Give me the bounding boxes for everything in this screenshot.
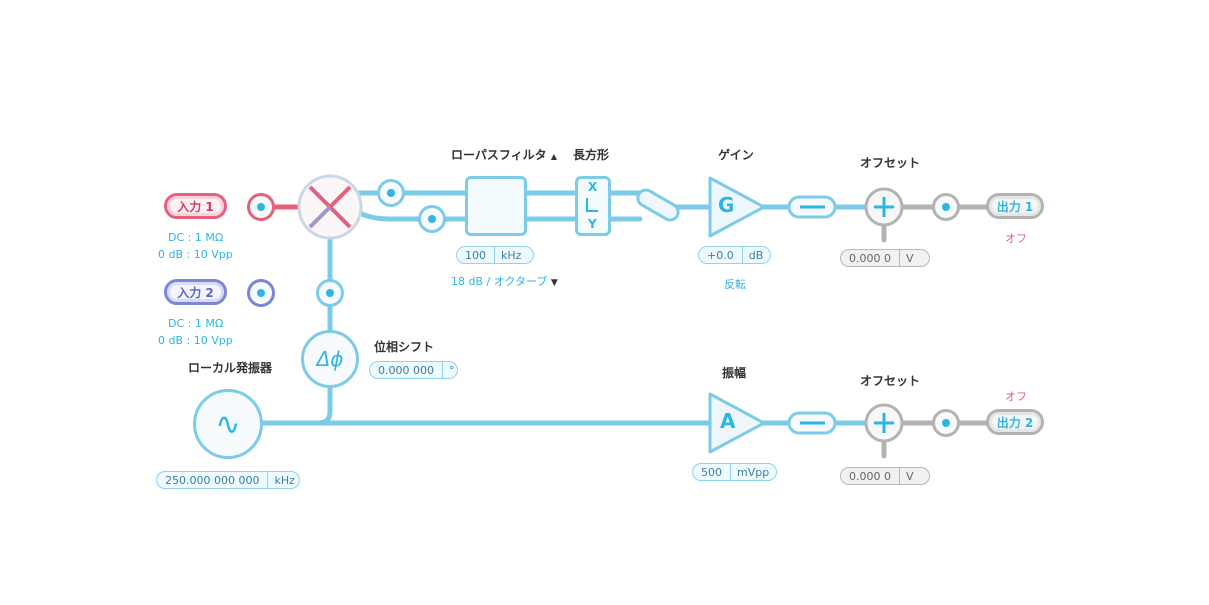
gain-symbol: G	[718, 193, 735, 217]
offset1-adder[interactable]	[866, 189, 902, 225]
amplitude-title: 振幅	[722, 366, 747, 380]
offset2-field[interactable]: 0.000 0 V	[840, 467, 930, 485]
input1-range: 0 dB : 10 Vpp	[158, 248, 233, 261]
subtract-toggle-1[interactable]	[789, 196, 835, 218]
phase-node[interactable]	[316, 279, 344, 307]
phase-title: 位相シフト	[374, 340, 435, 354]
collapse-arrow-icon: ▲	[550, 152, 557, 161]
input1-button[interactable]: 入力 1	[164, 193, 227, 219]
output1-label: 出力 1	[996, 199, 1034, 214]
input1-coupling: DC : 1 MΩ	[168, 231, 224, 244]
delta-phi-icon: Δϕ	[316, 347, 344, 371]
rect-title: 長方形	[573, 148, 610, 162]
lowpass-slope-dropdown[interactable]: 18 dB / オクターブ ▼	[451, 273, 558, 289]
mixer-y-wire	[355, 209, 473, 222]
lowpass-cutoff-field[interactable]: 100 kHz	[456, 246, 534, 264]
offset2-title: オフセット	[860, 374, 921, 388]
gain-triangle-icon	[708, 176, 766, 238]
mixer-y-node[interactable]	[418, 205, 446, 233]
offset2-unit: V	[899, 468, 920, 484]
lowpass-title[interactable]: ローパスフィルタ ▲	[451, 146, 557, 163]
lowpass-slope-text: 18 dB / オクターブ	[451, 275, 548, 288]
phase-value: 0.000 000	[378, 363, 434, 377]
local-osc-frequency-value: 250.000 000 000	[165, 473, 260, 487]
rect-y-label: Y	[588, 217, 597, 231]
local-osc-frequency-field[interactable]: 250.000 000 000 kHz	[156, 471, 300, 489]
output1-button[interactable]: 出力 1	[986, 193, 1044, 219]
local-osc-title: ローカル発振器	[188, 361, 273, 375]
node-dot	[387, 189, 395, 197]
input2-node[interactable]	[247, 279, 275, 307]
minus-capsule-icon	[787, 411, 837, 435]
output2-state: オフ	[1005, 390, 1027, 403]
lowpass-cutoff-value: 100	[465, 248, 486, 262]
rect-converter-button[interactable]	[575, 176, 611, 236]
adder-plus-icon	[864, 403, 904, 443]
rect-x-label: X	[588, 180, 598, 194]
node-dot	[257, 289, 265, 297]
amplitude-symbol: A	[720, 409, 736, 433]
dropdown-arrow-icon: ▼	[550, 278, 558, 288]
input2-button[interactable]: 入力 2	[164, 279, 227, 305]
axes-icon	[586, 198, 598, 212]
offset2-value: 0.000 0	[849, 469, 891, 483]
node-dot	[326, 289, 334, 297]
gain-value: +0.0	[707, 248, 734, 262]
output2-node[interactable]	[932, 409, 960, 437]
lowpass-title-text: ローパスフィルタ	[451, 148, 547, 162]
offset1-value: 0.000 0	[849, 251, 891, 265]
node-dot	[942, 419, 950, 427]
local-osc-button[interactable]: ∿	[193, 389, 263, 459]
link-toggle[interactable]	[636, 190, 680, 222]
input2-coupling: DC : 1 MΩ	[168, 317, 224, 330]
input2-range: 0 dB : 10 Vpp	[158, 334, 233, 347]
offset1-field[interactable]: 0.000 0 V	[840, 249, 930, 267]
amplitude-value: 500	[701, 465, 722, 479]
input2-label: 入力 2	[177, 285, 214, 300]
gain-field[interactable]: +0.0 dB	[698, 246, 771, 264]
local-osc-frequency-unit: kHz	[267, 472, 300, 488]
offset2-adder[interactable]	[866, 405, 902, 441]
amplitude-field[interactable]: 500 mVpp	[692, 463, 777, 481]
gain-title: ゲイン	[718, 148, 754, 162]
node-dot	[428, 215, 436, 223]
mixer-x-node[interactable]	[377, 179, 405, 207]
sine-wave-icon: ∿	[215, 406, 241, 442]
phase-shift-button[interactable]: Δϕ	[301, 330, 359, 388]
offset1-title: オフセット	[860, 156, 921, 170]
mixer-button[interactable]	[299, 176, 361, 238]
amplitude-triangle-icon	[708, 392, 766, 454]
output1-state: オフ	[1005, 232, 1027, 245]
mixer-icon	[297, 174, 363, 240]
lowpass-cutoff-unit: kHz	[494, 247, 527, 263]
output1-node[interactable]	[932, 193, 960, 221]
minus-capsule-icon	[787, 195, 837, 219]
gain-button[interactable]	[708, 176, 766, 238]
gain-unit: dB	[741, 247, 770, 263]
amplitude-unit: mVpp	[730, 464, 775, 480]
adder-plus-icon	[864, 187, 904, 227]
output2-button[interactable]: 出力 2	[986, 409, 1044, 435]
lowpass-filter-button[interactable]	[465, 176, 527, 236]
phase-unit: °	[441, 362, 461, 378]
output2-label: 出力 2	[996, 415, 1034, 430]
gain-invert-toggle[interactable]: 反転	[724, 278, 746, 291]
node-dot	[942, 203, 950, 211]
link-capsule-icon	[636, 188, 680, 222]
input1-node[interactable]	[247, 193, 275, 221]
offset1-unit: V	[899, 250, 920, 266]
input1-label: 入力 1	[177, 199, 214, 214]
node-dot	[257, 203, 265, 211]
phase-field[interactable]: 0.000 000 °	[369, 361, 458, 379]
amplitude-button[interactable]	[708, 392, 766, 454]
subtract-toggle-2[interactable]	[789, 412, 835, 434]
